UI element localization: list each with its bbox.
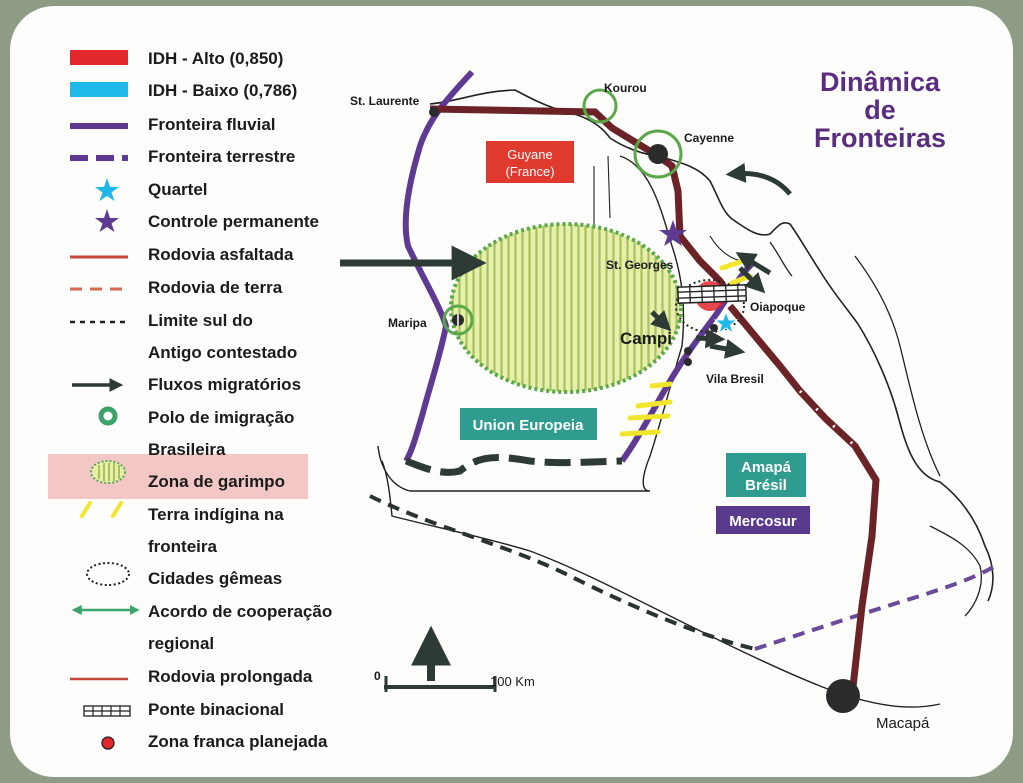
legend-label-antigo-contestado: Antigo contestado (148, 343, 297, 362)
purple-star-icon (95, 209, 119, 232)
mercosur-box: Mercosur (716, 506, 810, 534)
twin-cities-ellipse (675, 279, 745, 333)
immigration-poles (442, 88, 683, 336)
legend-label-garimpo: Zona de garimpo (148, 472, 285, 491)
migration-arrow-stgeorges (735, 252, 772, 276)
title-line-3: Fronteiras (814, 123, 946, 153)
legend-label-rodovia-prolongada: Rodovia prolongada (148, 667, 313, 686)
garimpo-zone (449, 222, 683, 394)
amapa-label-2: Brésil (745, 477, 787, 494)
map-area: 0 100 Km (340, 69, 997, 713)
union-europeia-box: Union Europeia (460, 408, 597, 440)
indigenous-lands (619, 259, 753, 437)
red-bar-icon (70, 50, 128, 65)
blue-bar-icon (70, 82, 128, 97)
legend-label-rodovia-asfaltada: Rodovia asfaltada (148, 245, 294, 264)
city-vila-bresil: Vila Bresil (706, 372, 764, 386)
legend-label-acordo: Acordo de cooperação (148, 602, 332, 621)
migration-arrow-vila2 (709, 338, 746, 359)
garimpo-icon (90, 460, 126, 484)
legend-label-idh-alto: IDH - Alto (0,850) (148, 49, 283, 68)
legend-label-quartel: Quartel (148, 180, 208, 199)
migration-arrow-campi (650, 310, 672, 332)
southern-limit-line (369, 494, 756, 651)
amapa-label-1: Amapá (741, 459, 792, 476)
city-macapa: Macapá (876, 715, 930, 732)
southern-limit-line-east (754, 564, 997, 651)
river-lines (589, 155, 753, 267)
legend-label-fronteira-fluvial: Fronteira fluvial (148, 115, 276, 134)
legend-label-brasileira: Brasileira (148, 440, 226, 459)
blue-star-icon (95, 178, 119, 201)
bridge-icon (83, 705, 131, 717)
city-cayenne: Cayenne (684, 131, 734, 145)
st-laurente-dot (429, 107, 439, 117)
legend-label-controle-permanente: Controle permanente (148, 212, 319, 231)
br156-highway (727, 303, 880, 697)
migration-arrow-vila (695, 328, 726, 349)
city-kourou: Kourou (604, 81, 647, 95)
coastal-highway (429, 105, 733, 298)
city-st-laurente: St. Laurente (350, 94, 420, 108)
map-card: 0 100 Km St. Laurente Kourou Cayenne St.… (10, 6, 1013, 777)
legend: IDH - Alto (0,850) IDH - Baixo (0,786) F… (48, 49, 332, 751)
maripa-icon (452, 314, 464, 326)
map-figure: 0 100 Km St. Laurente Kourou Cayenne St.… (48, 49, 997, 751)
binational-bridge (676, 284, 748, 304)
city-campi: Campi (620, 329, 672, 348)
city-maripa: Maripa (388, 316, 427, 330)
coastline (429, 89, 994, 602)
legend-label-rodovia-terra: Rodovia de terra (148, 278, 283, 297)
legend-label-cidades-gemeas: Cidades gêmeas (148, 569, 282, 588)
legend-label-ponte: Ponte binacional (148, 700, 284, 719)
cayenne-dot (648, 144, 668, 164)
red-dot-icon (101, 736, 115, 750)
campi-dot-3 (710, 324, 718, 332)
legend-label-polo: Polo de imigração (148, 408, 294, 427)
mercosur-label: Mercosur (729, 513, 797, 530)
city-st-georges: St. Georges (606, 258, 674, 272)
guyane-box: Guyane (France) (486, 141, 574, 183)
title-line-1: Dinâmica (820, 67, 941, 97)
green-ring-icon (98, 406, 118, 426)
legend-label-fluxos: Fluxos migratórios (148, 375, 301, 394)
migration-arrow-cayenne (725, 162, 792, 196)
legend-label-fronteira: fronteira (148, 537, 218, 556)
macapa-dot (826, 679, 860, 713)
river-border (402, 69, 475, 463)
scale-end: 100 Km (490, 674, 535, 689)
migration-arrow-east (738, 266, 766, 294)
barracks-star (713, 310, 739, 335)
campi-dot-2 (684, 358, 692, 366)
legend-label-regional: regional (148, 634, 214, 653)
scale-bar (384, 676, 497, 692)
guyane-label-2: (France) (505, 164, 554, 179)
legend-label-zona-franca: Zona franca planejada (148, 732, 328, 751)
legend-label-fronteira-terrestre: Fronteira terrestre (148, 147, 295, 166)
city-oiapoque: Oiapoque (750, 300, 806, 314)
yellow-dash-icon (80, 501, 123, 518)
amapa-box: Amapá Brésil (726, 453, 806, 497)
legend-label-limite-sul: Limite sul do (148, 311, 253, 330)
union-europeia-label: Union Europeia (473, 417, 584, 434)
legend-label-idh-baixo: IDH - Baixo (0,786) (148, 81, 297, 100)
permanent-control-star (659, 220, 687, 246)
land-border (404, 454, 623, 476)
campi-dot-1 (684, 347, 692, 355)
guyane-label-1: Guyane (507, 147, 553, 162)
dotted-ellipse-icon (86, 562, 130, 586)
title-line-2: de (864, 95, 896, 125)
scale-start: 0 (374, 669, 381, 683)
estuary-islands (769, 241, 982, 617)
legend-label-terra-indigena: Terra indígina na (148, 505, 284, 524)
